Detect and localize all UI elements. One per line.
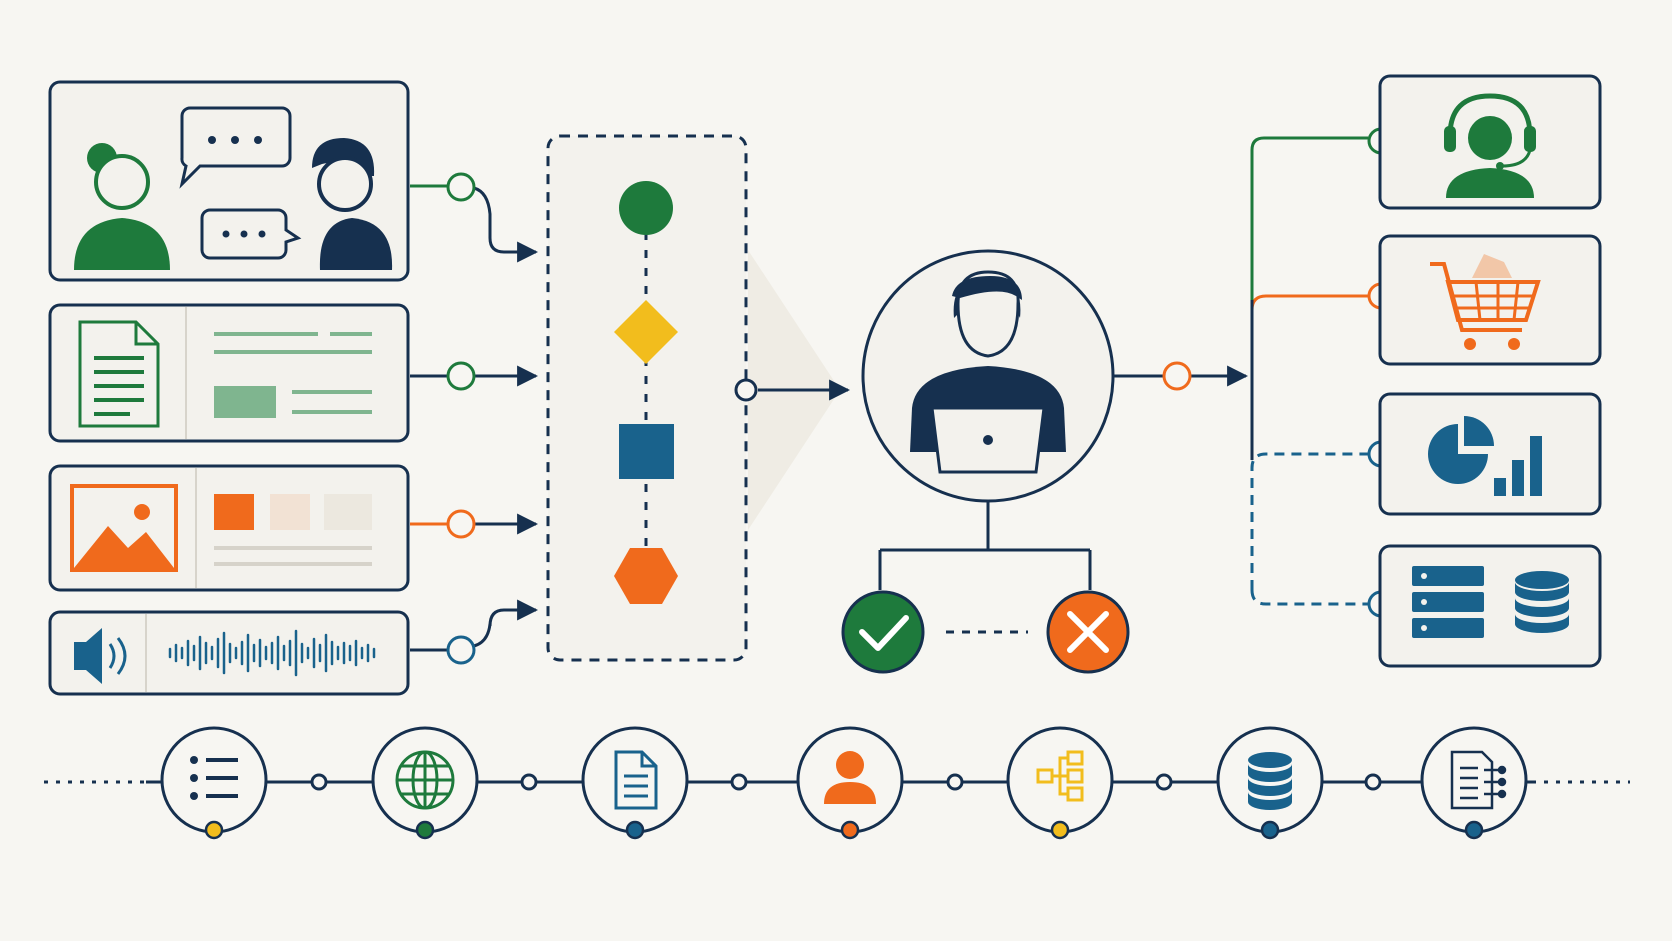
timeline-node-hierarchy [1006,726,1114,840]
text-lines-icon [214,332,372,418]
cross-icon [1046,590,1130,674]
check-icon [841,590,925,674]
pipeline-hexagon-shape [614,548,678,604]
pipeline-circle-shape [619,181,673,235]
globe-icon [395,750,455,810]
output-support-card [1378,74,1602,210]
color-swatch-icon [214,494,372,566]
status-dot [1464,820,1484,840]
timeline-connector-dot [310,773,1382,791]
input-image-card [48,464,410,592]
speaker-icon [74,628,127,684]
man-avatar-icon [312,138,393,270]
status-dot [840,820,860,840]
file-icon [614,750,658,810]
list-icon [190,756,238,800]
database-icon [1248,752,1292,810]
pipeline-square-shape [619,424,674,479]
user-icon [824,751,876,804]
status-dot [1260,820,1280,840]
timeline-node-file [581,726,689,840]
document-icon [78,320,160,428]
image-icon [70,484,178,572]
person-laptop-icon [910,270,1066,474]
headset-agent-icon [1444,93,1536,198]
waveform-icon [168,629,376,677]
speech-bubble-icon [200,208,302,260]
output-analytics-card [1378,392,1602,516]
hierarchy-icon [1036,750,1084,802]
center-operator [861,249,1115,503]
input-audio-card [48,610,410,696]
timeline [44,726,1630,840]
status-dot [625,820,645,840]
status-dot [204,820,224,840]
input-connectors [410,172,539,665]
speech-bubble-icon [179,106,292,189]
timeline-node-database [1216,726,1324,840]
center-to-outputs-connector [1114,361,1249,391]
input-conversation-card [48,80,410,282]
output-branches [1250,127,1395,618]
timeline-node-report [1420,726,1528,840]
pipeline-to-center-connector [734,250,851,530]
input-document-card [48,303,410,443]
decision-branches [841,502,1130,674]
status-dot [1050,820,1070,840]
processing-pipeline [546,134,748,662]
timeline-node-globe [371,726,479,840]
pie-bar-chart-icon [1428,416,1542,496]
status-dot [415,820,435,840]
report-icon [1450,750,1507,810]
output-storage-card [1378,544,1602,668]
server-database-icon [1412,566,1569,638]
shopping-cart-icon [1430,254,1541,350]
pipeline-diamond-shape [614,300,678,364]
timeline-node-list [160,726,268,840]
woman-avatar-icon [74,143,170,270]
timeline-node-user [796,726,904,840]
output-commerce-card [1378,234,1602,366]
